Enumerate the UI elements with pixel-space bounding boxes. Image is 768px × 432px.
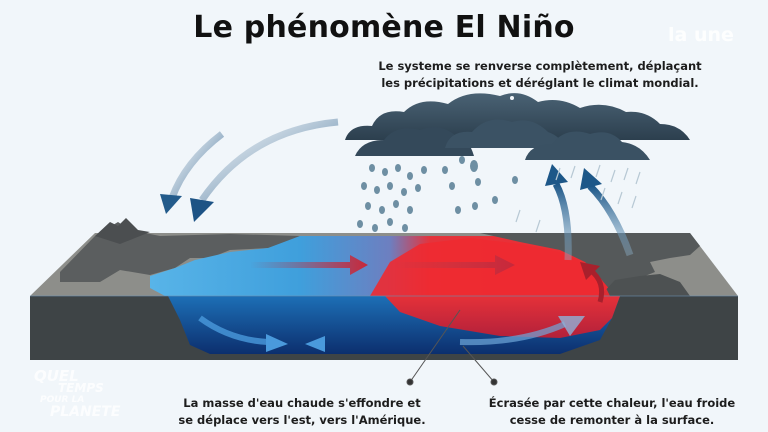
- slab: [30, 218, 738, 360]
- americas-landmass: [480, 233, 700, 292]
- caption-top: Le systeme se renverse complètement, dép…: [372, 58, 708, 92]
- descending-air-arrows: [160, 118, 339, 222]
- rain-drops: [357, 156, 518, 232]
- watermark-line: TEMPS: [58, 381, 104, 395]
- rising-air-arrows: [545, 164, 634, 261]
- caption-left-line-2: se déplace vers l'est, vers l'Amérique.: [178, 413, 426, 427]
- show-watermark-logo: QUEL TEMPS POUR LA PLANETE: [30, 367, 130, 422]
- caption-top-line-2: les précipitations et déréglant le clima…: [381, 76, 699, 90]
- broadcaster-logo: la une: [668, 24, 734, 46]
- caption-right-line-2: cesse de remonter à la surface.: [509, 413, 715, 427]
- caption-left-line-1: La masse d'eau chaude s'effondre et: [183, 396, 421, 410]
- mountains: [95, 218, 150, 244]
- caption-left: La masse d'eau chaude s'effondre et se d…: [170, 395, 434, 429]
- deep-ocean-circulation-arrows: [198, 262, 605, 352]
- watermark-line: QUEL: [34, 367, 79, 385]
- caption-right: Écrasée par cette chaleur, l'eau froide …: [484, 395, 740, 429]
- caption-leader-lines: [406, 309, 498, 386]
- light-rain-streaks: [515, 164, 641, 233]
- page-title: Le phénomène El Niño: [193, 10, 575, 45]
- storm-clouds: [345, 93, 690, 160]
- watermark-line: POUR LA: [40, 395, 85, 405]
- caption-right-line-1: Écrasée par cette chaleur, l'eau froide: [488, 396, 736, 410]
- south-america: [600, 274, 690, 296]
- caption-top-line-1: Le systeme se renverse complètement, dép…: [378, 59, 702, 73]
- watermark-line: PLANETE: [50, 404, 121, 420]
- eastward-surface-current-arrows: [250, 255, 515, 275]
